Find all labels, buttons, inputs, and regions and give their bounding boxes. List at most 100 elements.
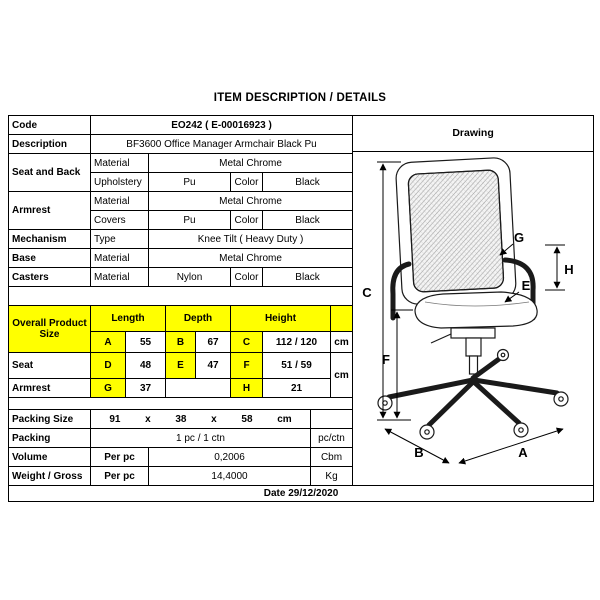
mechanism-value: Knee Tilt ( Heavy Duty )	[147, 229, 354, 249]
packing-size-height: 58	[241, 413, 253, 425]
casters-material-value: Nylon	[148, 267, 231, 287]
armrest-covers-label: Covers	[90, 210, 149, 230]
packing-unit: pc/ctn	[309, 428, 354, 448]
spacer-row	[7, 397, 354, 410]
dim-c-value: 112 / 120	[262, 331, 331, 353]
dim-f-key: F	[230, 352, 263, 379]
spacer-row	[7, 286, 354, 306]
base-label: Base	[8, 248, 91, 268]
dimension-labels: C F G H E B A	[362, 230, 573, 460]
packing-size-unit: cm	[277, 413, 292, 425]
armrest-size-empty-cell	[165, 378, 231, 398]
base-material-label: Material	[90, 248, 149, 268]
armrest-color-label: Color	[230, 210, 263, 230]
seat-size-label: Seat	[8, 352, 91, 379]
dim-label-a: A	[518, 445, 528, 460]
packing-value: 1 pc / 1 ctn	[90, 428, 311, 448]
weight-value: 14,4000	[148, 466, 311, 486]
volume-label: Volume	[8, 447, 91, 467]
dim-b-value: 67	[195, 331, 231, 353]
seat-back-color-label: Color	[230, 172, 263, 192]
dim-a-key: A	[90, 331, 126, 353]
packing-size-values: 91 x 38 x 58 cm	[90, 409, 311, 429]
packing-size-width: 91	[109, 413, 121, 425]
dim-f-value: 51 / 59	[262, 352, 331, 379]
base-material-value: Metal Chrome	[147, 248, 354, 268]
drawing-header: Drawing	[353, 117, 593, 152]
chair-technical-drawing: C F G H E B A	[354, 152, 592, 468]
armrest-material-label: Material	[90, 191, 149, 211]
description-value: BF3600 Office Manager Armchair Black Pu	[89, 134, 354, 154]
armrest-color-value: Black	[261, 210, 354, 230]
chair-seat	[414, 291, 538, 329]
dim-h-value: 21	[262, 378, 331, 398]
mechanism-label: Mechanism	[8, 229, 91, 249]
dim-label-g: G	[514, 230, 524, 245]
seat-armrest-unit: cm	[329, 352, 354, 398]
dim-e-key: E	[165, 352, 196, 379]
overall-size-label: Overall Product Size	[8, 305, 91, 353]
casters-color-label: Color	[230, 267, 263, 287]
chair-backrest	[395, 157, 517, 305]
packing-size-depth: 38	[175, 413, 187, 425]
seat-back-material-value: Metal Chrome	[147, 153, 354, 173]
dimension-line-b	[384, 428, 450, 464]
casters-material-label: Material	[90, 267, 149, 287]
mechanism-type-label: Type	[90, 229, 149, 249]
dim-label-b: B	[414, 445, 423, 460]
height-header: Height	[230, 305, 331, 332]
dim-d-key: D	[90, 352, 126, 379]
armrest-label: Armrest	[8, 191, 91, 230]
overall-size-unit: cm	[329, 331, 354, 353]
dim-h-key: H	[230, 378, 263, 398]
casters-label: Casters	[8, 267, 91, 287]
chair-armrest-left	[390, 261, 412, 321]
weight-per: Per pc	[90, 466, 149, 486]
packing-size-label: Packing Size	[8, 409, 91, 429]
seat-back-material-label: Material	[90, 153, 149, 173]
dim-a-value: 55	[125, 331, 166, 353]
chair-base	[386, 356, 560, 428]
dim-g-key: G	[90, 378, 126, 398]
dim-c-key: C	[230, 331, 263, 353]
depth-header: Depth	[165, 305, 231, 332]
volume-value: 0,2006	[148, 447, 311, 467]
description-label: Description	[8, 134, 91, 154]
dimension-lines	[377, 161, 566, 465]
dim-d-value: 48	[125, 352, 166, 379]
packing-size-x2: x	[211, 413, 217, 425]
dim-e-value: 47	[195, 352, 231, 379]
packing-label: Packing	[8, 428, 91, 448]
weight-label: Weight / Gross	[8, 466, 91, 486]
armrest-material-value: Metal Chrome	[147, 191, 354, 211]
dim-g-value: 37	[125, 378, 166, 398]
armrest-size-label: Armrest	[8, 378, 91, 398]
chair-gas-lift-upper	[465, 337, 482, 357]
size-header-unit-cell	[329, 305, 354, 332]
weight-unit: Kg	[309, 466, 354, 486]
seat-back-label: Seat and Back	[8, 153, 91, 192]
chair-drawing-svg: C F G H E B A	[362, 157, 574, 465]
seat-back-upholstery-label: Upholstery	[90, 172, 149, 192]
seat-back-upholstery-value: Pu	[148, 172, 231, 192]
length-header: Length	[90, 305, 166, 332]
casters-color-value: Black	[261, 267, 354, 287]
code-label: Code	[8, 115, 91, 135]
page-title: ITEM DESCRIPTION / DETAILS	[213, 92, 387, 104]
dim-label-e: E	[522, 278, 531, 293]
dimension-arrow-e	[504, 291, 520, 303]
dim-label-h: H	[564, 262, 573, 277]
dim-label-c: C	[362, 285, 372, 300]
packing-size-x1: x	[145, 413, 151, 425]
chair-gas-lift-lower	[468, 355, 479, 375]
dimension-arrow-g	[499, 243, 514, 256]
dim-label-f: F	[382, 352, 390, 367]
drawing-panel: Drawing	[352, 115, 595, 486]
armrest-covers-value: Pu	[148, 210, 231, 230]
chair-seat-seam	[424, 301, 530, 307]
chair-tilt-lever	[430, 333, 452, 344]
date-row: Date 29/12/2020	[7, 485, 595, 502]
dim-b-key: B	[165, 331, 196, 353]
spec-table: Code EO242 ( E-00016923 ) Drawing	[7, 115, 595, 502]
chair-mechanism	[450, 327, 496, 339]
